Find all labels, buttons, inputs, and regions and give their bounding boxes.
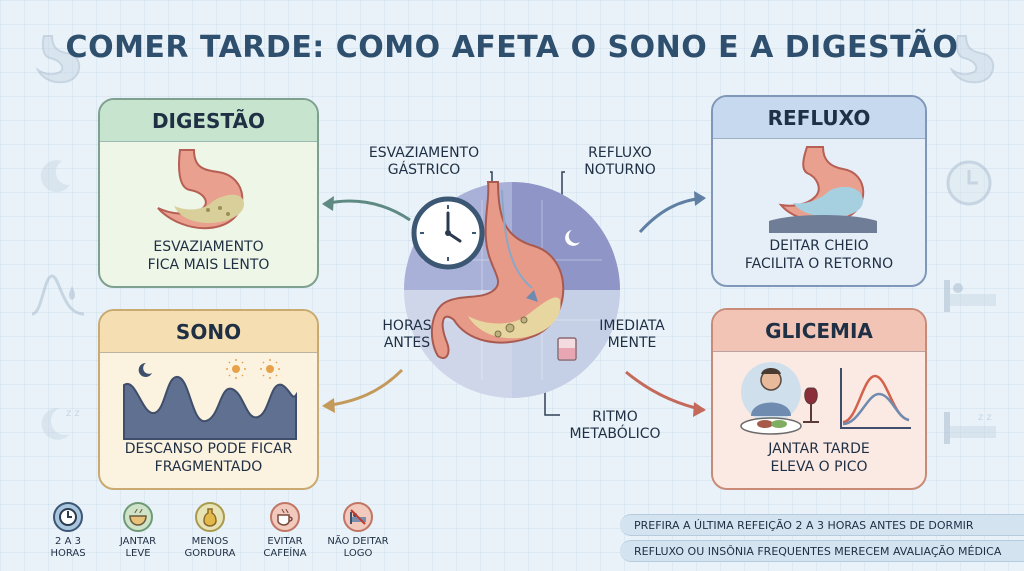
tip-jantar-leve: JANTAR LEVE: [112, 502, 164, 560]
tip-line: EVITAR: [267, 536, 303, 547]
panel-digestao: DIGESTÃO ESVAZIAMENTO FICA MAIS LENTO: [98, 98, 319, 288]
label-refluxo-noturno: REFLUXO NOTURNO: [570, 145, 670, 179]
panel-heading: REFLUXO: [713, 97, 925, 139]
label-line: IMEDIATA: [599, 318, 665, 334]
caption-line: ESVAZIAMENTO: [153, 239, 264, 255]
tip-line: HORAS: [50, 548, 86, 559]
bed-icon: [343, 502, 373, 532]
tip-line: JANTAR: [119, 536, 157, 547]
drop-curve-outline-icon: [31, 274, 85, 316]
panel-heading: SONO: [100, 311, 317, 353]
tip-line: CAFEÍNA: [263, 548, 307, 559]
moon-zz-outline-icon: z z: [41, 407, 80, 440]
label-line: NOTURNO: [584, 162, 656, 178]
moon-icon: [565, 230, 580, 246]
tip-line: LOGO: [343, 548, 373, 559]
arrow-to-glicemia: [625, 370, 706, 417]
clock-outline-icon: [946, 160, 992, 206]
coffee-cup-icon: [270, 502, 300, 532]
label-line: ESVAZIAMENTO: [368, 145, 480, 161]
label-line: HORAS: [382, 318, 432, 334]
glucose-peak-graph-icon: [840, 368, 911, 429]
panel-caption: JANTAR TARDE ELEVA O PICO: [713, 440, 925, 476]
label-line: RITMO: [592, 409, 638, 425]
panel-caption: DEITAR CHEIO FACILITA O RETORNO: [713, 237, 925, 273]
caption-line: FACILITA O RETORNO: [744, 256, 894, 272]
bed-outline-icon: [944, 280, 996, 312]
clock-icon: [53, 502, 83, 532]
label-ritmo-metabolico: RITMO METABÓLICO: [560, 409, 670, 443]
label-imediatamente: IMEDIATA MENTE: [590, 318, 674, 352]
panel-heading: DIGESTÃO: [100, 100, 317, 142]
caption-line: JANTAR TARDE: [768, 441, 870, 457]
label-line: ANTES: [383, 335, 431, 351]
sun-icon: [260, 359, 280, 379]
label-line: REFLUXO: [588, 145, 652, 161]
panel-caption: DESCANSO PODE FICAR FRAGMENTADO: [100, 440, 317, 476]
arrow-to-sono: [322, 368, 404, 413]
caption-line: ELEVA O PICO: [770, 459, 868, 475]
arrow-to-refluxo: [638, 191, 706, 234]
label-line: METABÓLICO: [569, 426, 661, 442]
svg-text:z z: z z: [978, 412, 992, 423]
stomach-slow-emptying-icon: [157, 149, 244, 230]
panel-caption: ESVAZIAMENTO FICA MAIS LENTO: [100, 238, 317, 274]
tip-line: NÃO DEITAR: [327, 536, 389, 547]
panel-glicemia: GLICEMIA JANTAR TARDE ELEVA O PICO: [711, 308, 927, 490]
tip-2-a-3-horas: 2 A 3 HORAS: [42, 502, 94, 560]
panel-heading: GLICEMIA: [713, 310, 925, 352]
caption-line: FICA MAIS LENTO: [147, 257, 270, 273]
oil-bottle-icon: [195, 502, 225, 532]
bed-zz-outline-icon: z z: [944, 412, 996, 444]
tip-line: LEVE: [125, 548, 151, 559]
label-horas-antes: HORAS ANTES: [372, 318, 442, 352]
label-esvaziamento-gastrico: ESVAZIAMENTO GÁSTRICO: [362, 145, 486, 179]
label-line: GÁSTRICO: [387, 162, 461, 178]
clock-icon: [411, 196, 485, 270]
tip-line: 2 A 3: [55, 536, 81, 547]
person-dinner-icon: [740, 362, 819, 435]
bowl-icon: [123, 502, 153, 532]
tip-line: MENOS: [191, 536, 229, 547]
moon-outline-icon: [40, 160, 70, 193]
note-avaliacao-medica: REFLUXO OU INSÔNIA FREQUENTES MERECEM AV…: [620, 540, 1024, 562]
sleep-wave-graph-icon: [123, 359, 297, 440]
tip-evitar-cafeina: EVITAR CAFEÍNA: [256, 502, 314, 560]
caption-line: DESCANSO PODE FICAR: [124, 441, 293, 457]
panel-refluxo: REFLUXO DEITAR CHEIO FACILITA O RETORNO: [711, 95, 927, 287]
label-line: MENTE: [607, 335, 657, 351]
tip-menos-gordura: MENOS GORDURA: [180, 502, 240, 560]
tip-line: GORDURA: [184, 548, 236, 559]
stomach-outline-icon: [35, 35, 80, 84]
caption-line: FRAGMENTADO: [154, 459, 263, 475]
tip-nao-deitar-logo: NÃO DEITAR LOGO: [320, 502, 396, 560]
note-ultima-refeicao: PREFIRA A ÚLTIMA REFEIÇÃO 2 A 3 HORAS AN…: [620, 514, 1024, 536]
caption-line: DEITAR CHEIO: [769, 238, 869, 254]
sun-icon: [226, 359, 246, 379]
stomach-reflux-lying-icon: [769, 146, 877, 233]
stomach-outline-icon: [949, 35, 994, 84]
panel-sono: SONO DESCANSO PODE FICAR FRAGMENTADO: [98, 309, 319, 490]
svg-text:z z: z z: [66, 408, 80, 419]
page-title: COMER TARDE: COMO AFETA O SONO E A DIGES…: [65, 30, 959, 65]
arrow-to-digestao: [322, 196, 411, 222]
